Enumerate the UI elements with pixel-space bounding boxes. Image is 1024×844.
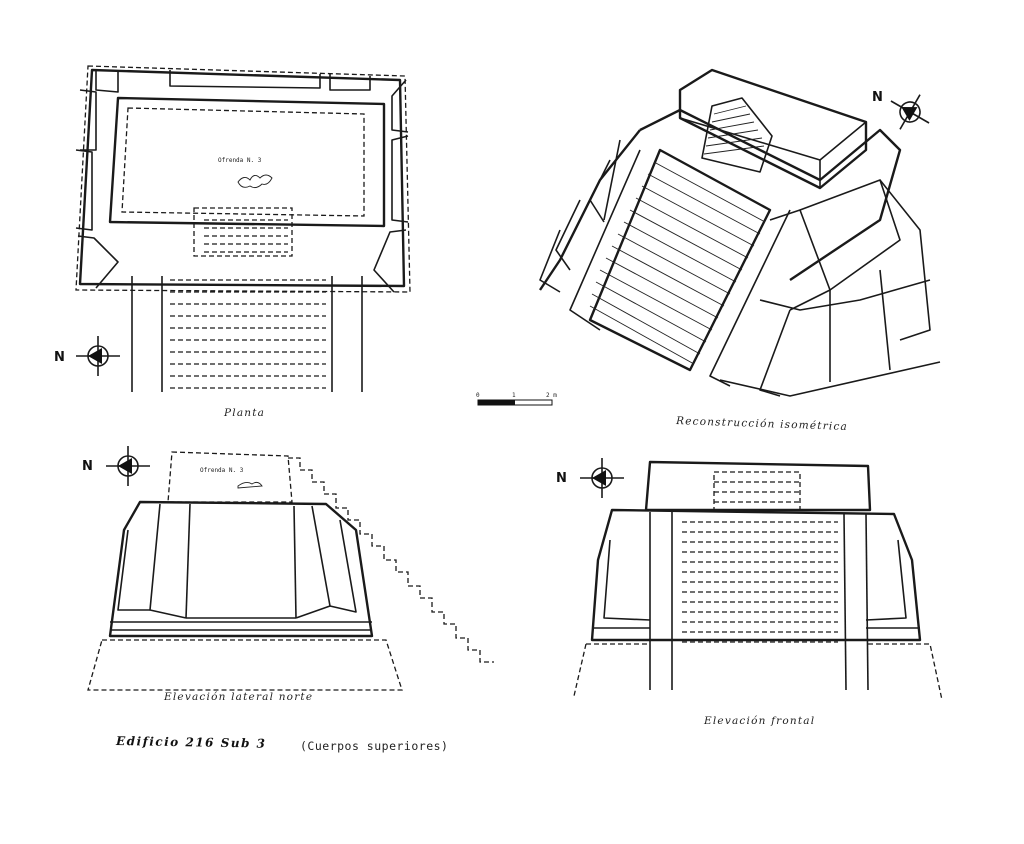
- plan-view: Ofrenda N. 3 Planta: [75, 65, 411, 419]
- north-elev-temple: [167, 451, 293, 503]
- north-label-front-elevation: N: [556, 471, 567, 486]
- scale-tick-2: 2 m: [546, 392, 557, 399]
- front-elev-upper-body: [590, 508, 922, 642]
- north-elev-offering-glyph: [237, 481, 263, 489]
- plan-main-stairway: [131, 276, 363, 392]
- north-label-isometric: N: [872, 90, 883, 105]
- isometric-view: Reconstrucción isométrica: [539, 68, 941, 433]
- north-elev-stair-profile: [288, 457, 494, 663]
- iso-right-terraces: [719, 179, 941, 397]
- sheet-subtitle: (Cuerpos superiores): [300, 739, 448, 753]
- front-elev-temple: [644, 460, 872, 512]
- plan-offering-label: Ofrenda N. 3: [218, 157, 262, 164]
- north-elev-offering-label: Ofrenda N. 3: [200, 467, 244, 474]
- iso-upper-body: [639, 108, 902, 281]
- front-elev-temple-stairs: [713, 471, 801, 511]
- iso-main-stairway: [569, 148, 791, 387]
- north-arrow-isometric: [890, 94, 930, 130]
- scale-tick-0: 0: [476, 392, 480, 399]
- north-arrow-front-elevation: [580, 458, 624, 498]
- sheet-title: Edificio 216 Sub 3: [115, 734, 267, 751]
- plan-temple-room: [121, 107, 365, 217]
- north-elevation-caption: Elevación lateral norte: [163, 691, 313, 703]
- iso-left-terraces: [539, 139, 621, 293]
- plan-caption: Planta: [223, 407, 265, 419]
- north-elevation-view: Ofrenda N. 3 Elevación lateral norte: [87, 451, 494, 703]
- plan-outer-body: [78, 68, 406, 288]
- plan-upper-stair: [193, 207, 293, 257]
- front-elevation-view: Elevación frontal: [573, 460, 943, 727]
- front-elev-main-stairs: [682, 521, 838, 643]
- north-arrow-plan: [76, 336, 120, 376]
- plan-offering-glyph: [237, 174, 273, 189]
- north-elev-lower-body: [87, 639, 403, 691]
- isometric-caption: Reconstrucción isométrica: [675, 415, 848, 433]
- north-label-plan: N: [54, 350, 65, 365]
- north-elev-upper-body: [108, 500, 374, 638]
- plan-temple-wall: [108, 96, 386, 228]
- north-arrow-north-elevation: [106, 446, 150, 486]
- north-label-north-elevation: N: [82, 459, 93, 474]
- scale-tick-1: 1: [512, 392, 516, 399]
- front-elevation-caption: Elevación frontal: [703, 715, 815, 727]
- plan-outer-outline: [75, 65, 411, 293]
- plan-corner-block: [95, 70, 119, 93]
- scale-bar: 0 1 2 m: [476, 392, 557, 406]
